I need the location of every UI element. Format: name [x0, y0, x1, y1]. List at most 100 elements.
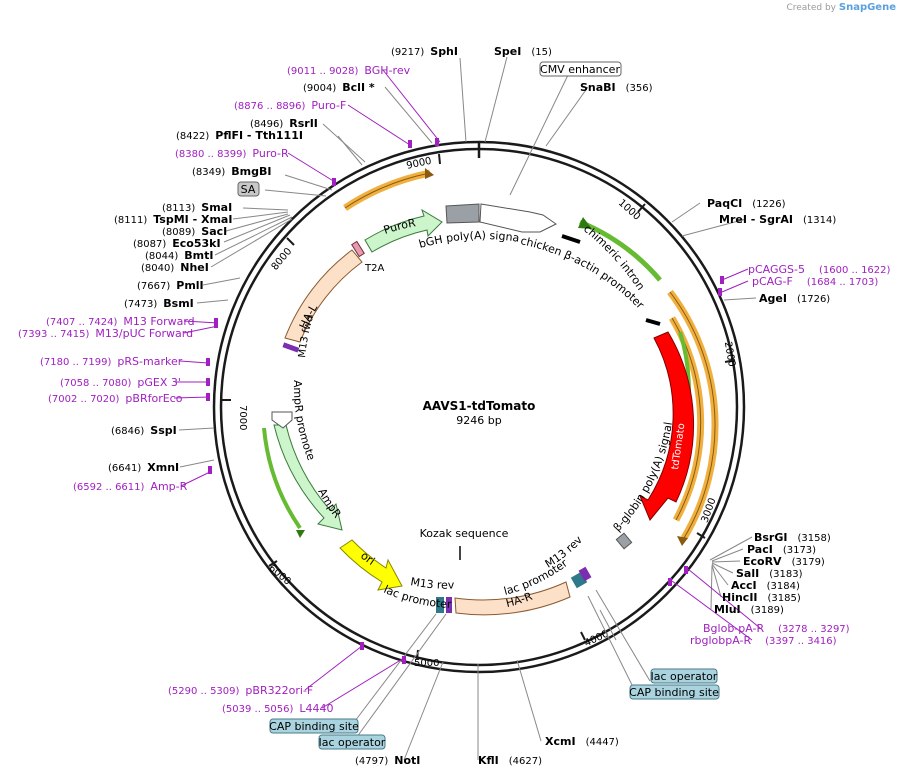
site-bmti: (8044)BmtI	[145, 249, 213, 262]
site-bsrgi: BsrGI(3158)	[754, 531, 831, 544]
primer-m13-forward: (7407 .. 7424)M13 Forward	[46, 315, 195, 328]
cmv-enhancer-label: CMV enhancer	[540, 63, 620, 76]
sa-box	[237, 181, 260, 197]
primer-labels: (9011 .. 9028)BGH-rev (8876 .. 8896)Puro…	[18, 64, 891, 715]
ha-l-block	[284, 249, 363, 343]
primer-pbrforeco: (7002 .. 7020)pBRforEco	[48, 392, 183, 405]
site-rsrii: (8496)RsrII	[250, 117, 318, 130]
kozak-label: Kozak sequence	[420, 527, 509, 540]
tdtomato-arrow	[639, 331, 695, 521]
cap-binding-left-label: CAP binding site	[269, 720, 359, 733]
cap-binding-right-label: CAP binding site	[629, 686, 719, 699]
site-nhei: (8040)NheI	[141, 261, 209, 274]
cap-binding-left-box	[269, 718, 359, 734]
primer-rbglobpa-r: rbglobpA-R(3397 .. 3416)	[690, 634, 837, 647]
brand-name: SnapGene	[838, 2, 896, 13]
site-smai: (8113)SmaI	[162, 201, 232, 214]
site-labels: (9217)SphI SpeI(15) SnaBI(356) (9004)Bcl…	[108, 45, 836, 767]
m13rev-marker-left	[446, 597, 452, 613]
backbone-outer-ring	[212, 140, 746, 674]
site-pflfi: (8422)PflFI - Tth111I	[176, 129, 303, 142]
tick-marks	[220, 153, 736, 660]
site-kfli: KflI(4627)	[478, 754, 542, 767]
primer-bgh-rev: (9011 .. 9028)BGH-rev	[287, 64, 411, 77]
plasmid-length: 9246 bp	[456, 414, 501, 427]
intron-end-bar	[645, 318, 661, 326]
site-paqci: PaqCI(1226)	[707, 197, 786, 210]
primer-bglob-pa-r: Bglob-pA-R(3278 .. 3297)	[703, 622, 850, 635]
primer-pgex3: (7058 .. 7080)pGEX 3'	[60, 376, 181, 389]
orange-arc-outer-right-head	[677, 536, 688, 546]
site-mlui: MluI(3189)	[714, 603, 784, 616]
primer-l4440: (5039 .. 5056)L4440	[222, 702, 334, 715]
cba-promoter-arrow	[479, 203, 557, 233]
site-mrei: MreI - SgrAI(1314)	[719, 213, 836, 226]
site-sspi: (6846)SspI	[111, 424, 177, 437]
site-saci: (8089)SacI	[162, 225, 227, 238]
primer-pbr322ori-f: (5290 .. 5309)pBR322ori-F	[168, 684, 313, 697]
t2a-label: T2A	[364, 263, 384, 274]
site-tspmi: (8111)TspMI - XmaI	[114, 213, 232, 226]
site-hincii: HincII(3185)	[722, 591, 801, 604]
site-bsmi: (7473)BsmI	[124, 297, 194, 310]
boxed-feature-labels: CMV enhancer SA lac operator CAP binding…	[237, 61, 720, 750]
site-eco53ki: (8087)Eco53kI	[133, 237, 221, 250]
orange-arc-outer-right-core	[669, 291, 716, 539]
site-agei: AgeI(1726)	[759, 292, 830, 305]
lac-op-left	[436, 597, 444, 613]
sa-label: SA	[241, 183, 256, 196]
plasmid-name: AAVS1-tdTomato	[423, 399, 536, 413]
ha-r-block	[454, 581, 571, 616]
site-bcli: (9004)BclI *	[303, 81, 375, 94]
primer-m13-puc-forward: (7393 .. 7415)M13/pUC Forward	[18, 327, 193, 340]
puror-arrow	[364, 208, 443, 253]
lac-operator-left-label: lac operator	[319, 736, 386, 749]
tick-label-6000: 6000	[266, 563, 293, 588]
site-pmli: (7667)PmlI	[137, 279, 204, 292]
bglobin-polya-box	[615, 532, 633, 550]
orange-arc-top-left-core	[344, 172, 431, 209]
primer-pcaggs-5: pCAGGS-5(1600 .. 1622)	[748, 263, 891, 276]
green-arc-left	[262, 427, 302, 530]
cba-end-bar	[561, 234, 581, 244]
orange-arc-top-left-head	[425, 168, 434, 179]
primer-prs-marker: (7180 .. 7199)pRS-marker	[40, 355, 183, 368]
tick-label-7000: 7000	[237, 405, 248, 430]
lac-operator-left-box	[318, 734, 386, 750]
cmv-enhancer-box	[539, 61, 622, 77]
t2a-block	[351, 240, 365, 258]
snapgene-brand: Created by SnapGene	[786, 2, 896, 13]
green-arc-intron-head	[578, 217, 592, 229]
primer-connectors	[173, 69, 761, 709]
tick-label-9000: 9000	[405, 156, 432, 172]
m13fwd-marker	[282, 342, 300, 353]
green-arc-left-head	[296, 530, 305, 538]
tick-label-4000: 4000	[583, 629, 611, 650]
bgh-polya-box	[445, 203, 480, 224]
tick-label-2000: 2000	[722, 341, 737, 368]
primer-marks	[206, 138, 724, 664]
primer-puro-f: (8876 .. 8896)Puro-F	[234, 99, 346, 112]
tick-label-1000: 1000	[616, 198, 642, 223]
primer-amp-r: (6592 .. 6611)Amp-R	[73, 480, 188, 493]
site-spei: SpeI(15)	[494, 45, 552, 58]
site-noti: (4797)NotI	[355, 754, 420, 767]
cap-binding-right-box	[629, 684, 720, 700]
site-acci: AccI(3184)	[731, 579, 800, 592]
site-xcmi: XcmI(4447)	[545, 735, 619, 748]
primer-pcag-f: pCAG-F(1684 .. 1703)	[752, 275, 878, 288]
tick-label-5000: 5000	[414, 658, 439, 669]
ampr-arrow	[273, 424, 343, 531]
site-connectors	[178, 56, 757, 761]
site-bmgbi: (8349)BmgBI	[192, 165, 271, 178]
site-paci: PacI(3173)	[747, 543, 816, 556]
ori-arrow	[339, 539, 403, 591]
ampr-promoter-arrow	[271, 411, 293, 429]
primer-puro-r: (8380 .. 8399)Puro-R	[175, 147, 289, 160]
site-snabi: SnaBI(356)	[580, 81, 653, 94]
site-sali: SalI(3183)	[736, 567, 803, 580]
lac-operator-right-label: lac operator	[651, 670, 718, 683]
m13rev-left-label: M13 rev	[409, 575, 454, 591]
lac-operator-right-box	[650, 668, 718, 684]
